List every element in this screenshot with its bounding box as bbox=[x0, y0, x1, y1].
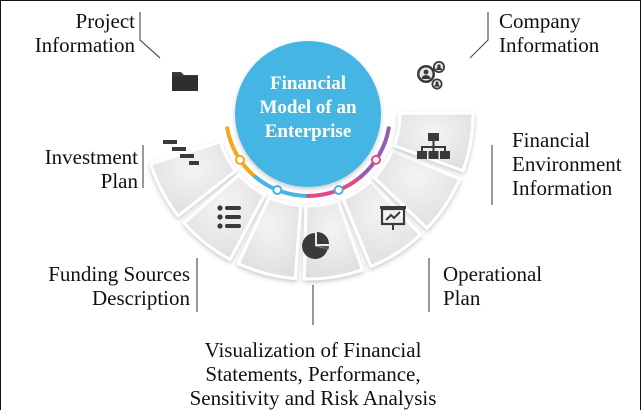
inner-arc bbox=[225, 126, 391, 198]
segment-tile-financial-environment-information bbox=[372, 148, 462, 230]
gantt-icon bbox=[163, 140, 199, 165]
connector-project bbox=[139, 12, 161, 59]
label-investment-plan: Investment Plan bbox=[6, 145, 138, 193]
segment-tiles bbox=[149, 111, 475, 281]
label-financial-environment-information: Financial Environment Information bbox=[512, 128, 640, 200]
center-title-line: Model of an bbox=[259, 97, 357, 118]
label-line: Plan bbox=[443, 286, 481, 310]
label-line: Description bbox=[92, 286, 190, 310]
label-line: Plan bbox=[100, 169, 138, 193]
segment-tile-visualization bbox=[302, 199, 364, 281]
arc-dot bbox=[272, 185, 283, 196]
presentation-icon bbox=[380, 206, 406, 230]
label-line: Information bbox=[499, 33, 600, 57]
center-title-line: Financial bbox=[269, 73, 346, 94]
label-line: Information bbox=[34, 33, 135, 57]
label-line: Funding Sources bbox=[48, 262, 190, 286]
connector-lines bbox=[139, 12, 493, 325]
label-line: Sensitivity and Risk Analysis bbox=[189, 386, 437, 410]
label-project-information: Project Information bbox=[20, 9, 135, 57]
label-line: Company bbox=[499, 9, 581, 33]
label-line: Project bbox=[75, 9, 135, 33]
list-icon bbox=[217, 205, 241, 229]
segment-tile-project-information bbox=[149, 140, 238, 218]
arc-segment bbox=[225, 126, 258, 179]
label-line: Investment bbox=[44, 145, 138, 169]
center-title-line: Enterprise bbox=[264, 121, 352, 142]
org-chart-icon bbox=[417, 133, 450, 159]
label-funding-sources-description: Funding Sources Description bbox=[18, 262, 190, 310]
arc-dot bbox=[235, 154, 246, 165]
connector-company bbox=[469, 12, 489, 59]
label-company-information: Company Information bbox=[499, 9, 629, 57]
label-line: Operational bbox=[443, 262, 543, 286]
arc-dot bbox=[370, 154, 381, 165]
arc-dot bbox=[333, 185, 344, 196]
center-circle bbox=[235, 41, 381, 187]
label-operational-plan: Operational Plan bbox=[443, 262, 583, 310]
segment-icons bbox=[163, 61, 450, 259]
arc-segment bbox=[358, 126, 391, 179]
segment-tile-investment-plan bbox=[182, 173, 267, 261]
folder-icon bbox=[172, 72, 198, 91]
pie-chart-icon bbox=[302, 232, 329, 259]
label-line: Visualization of Financial bbox=[204, 338, 422, 362]
label-line: Statements, Performance, bbox=[205, 362, 421, 386]
label-visualization: Visualization of Financial Statements, P… bbox=[158, 338, 468, 410]
label-line: Financial bbox=[512, 128, 591, 152]
center-title: Financial Model of an Enterprise bbox=[238, 72, 378, 144]
people-icon bbox=[417, 61, 445, 90]
segment-tile-funding-sources-description bbox=[236, 195, 303, 281]
label-line: Information bbox=[512, 176, 613, 200]
label-line: Environment bbox=[512, 152, 622, 176]
